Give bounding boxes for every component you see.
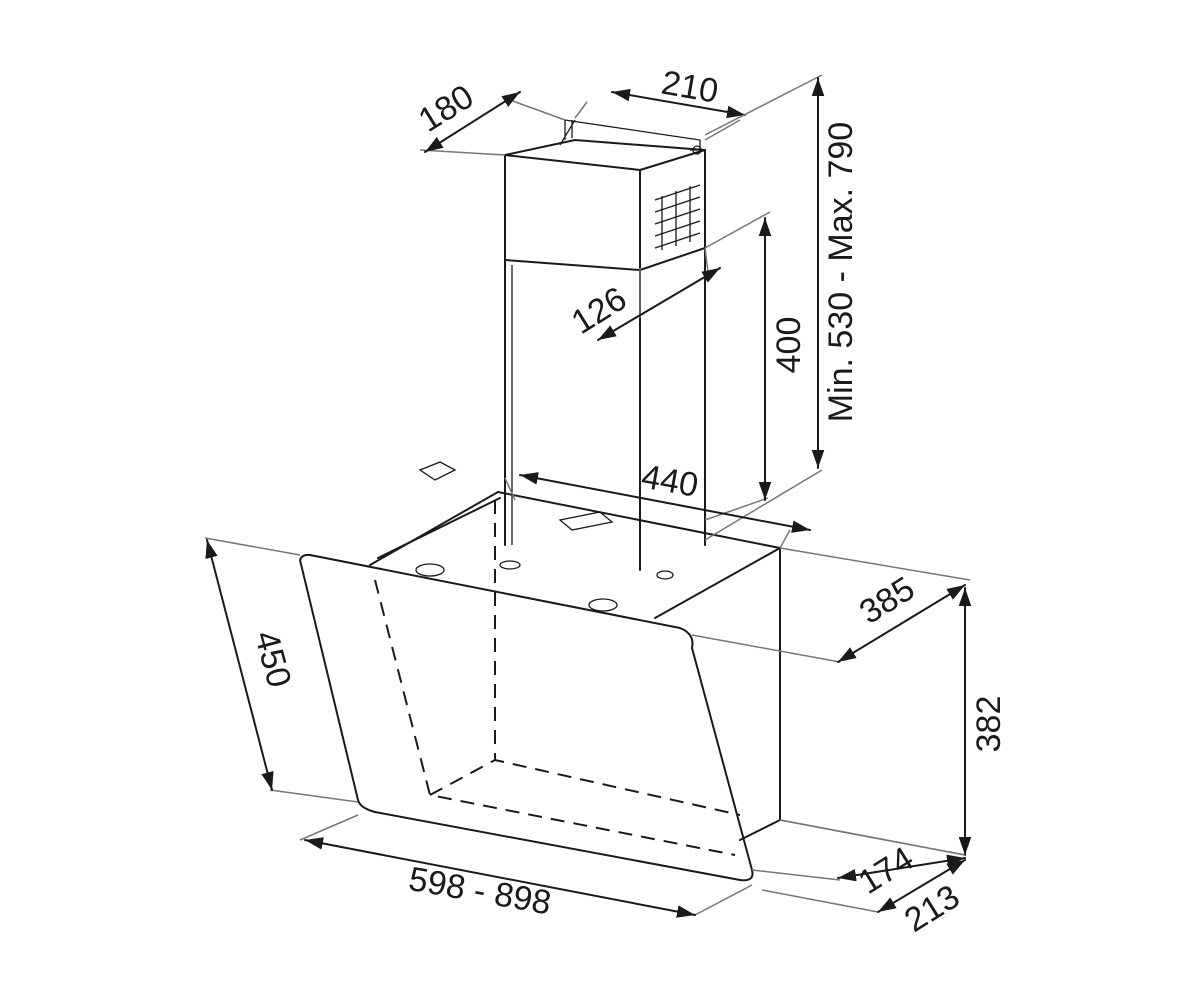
dim-body-depth: 385 <box>691 547 971 663</box>
label-598-898: 598 - 898 <box>406 860 554 922</box>
body-top-rim <box>377 497 501 559</box>
label-400: 400 <box>770 317 808 374</box>
label-180: 180 <box>412 78 480 140</box>
hidden-bottom-edge <box>374 579 736 856</box>
hood-body <box>369 491 781 856</box>
dim-outlet-offset: 126 <box>565 247 721 342</box>
dim-chimney-width: 210 <box>574 64 746 141</box>
chimney <box>504 119 706 571</box>
mounting-holes <box>415 560 674 612</box>
label-385: 385 <box>853 570 921 632</box>
label-126: 126 <box>565 280 633 342</box>
dim-upper-height: 400 <box>704 211 808 521</box>
label-height-range: Min. 530 - Max. 790 <box>822 122 860 422</box>
screw-icon <box>692 145 702 155</box>
label-213: 213 <box>898 878 966 940</box>
dim-chimney-depth: 180 <box>412 78 566 156</box>
vent-grille <box>654 184 701 250</box>
label-382: 382 <box>970 696 1008 753</box>
chimney-top-face <box>504 139 706 171</box>
wall-bracket <box>418 461 457 481</box>
chimney-joint <box>504 247 706 271</box>
body-top-plate <box>369 491 781 619</box>
dim-mount-width: 440 <box>504 458 811 549</box>
chimney-top-bracket <box>559 119 701 151</box>
dim-glass-height: 450 <box>204 537 359 803</box>
glass-panel <box>299 553 754 882</box>
label-450: 450 <box>247 627 298 692</box>
outlet-cutout <box>558 511 614 531</box>
label-210: 210 <box>659 64 721 111</box>
dim-chimney-height: Min. 530 - Max. 790 <box>704 74 860 541</box>
hidden-back-edge <box>429 758 741 816</box>
label-440: 440 <box>639 458 701 505</box>
body-right-side <box>739 547 781 841</box>
